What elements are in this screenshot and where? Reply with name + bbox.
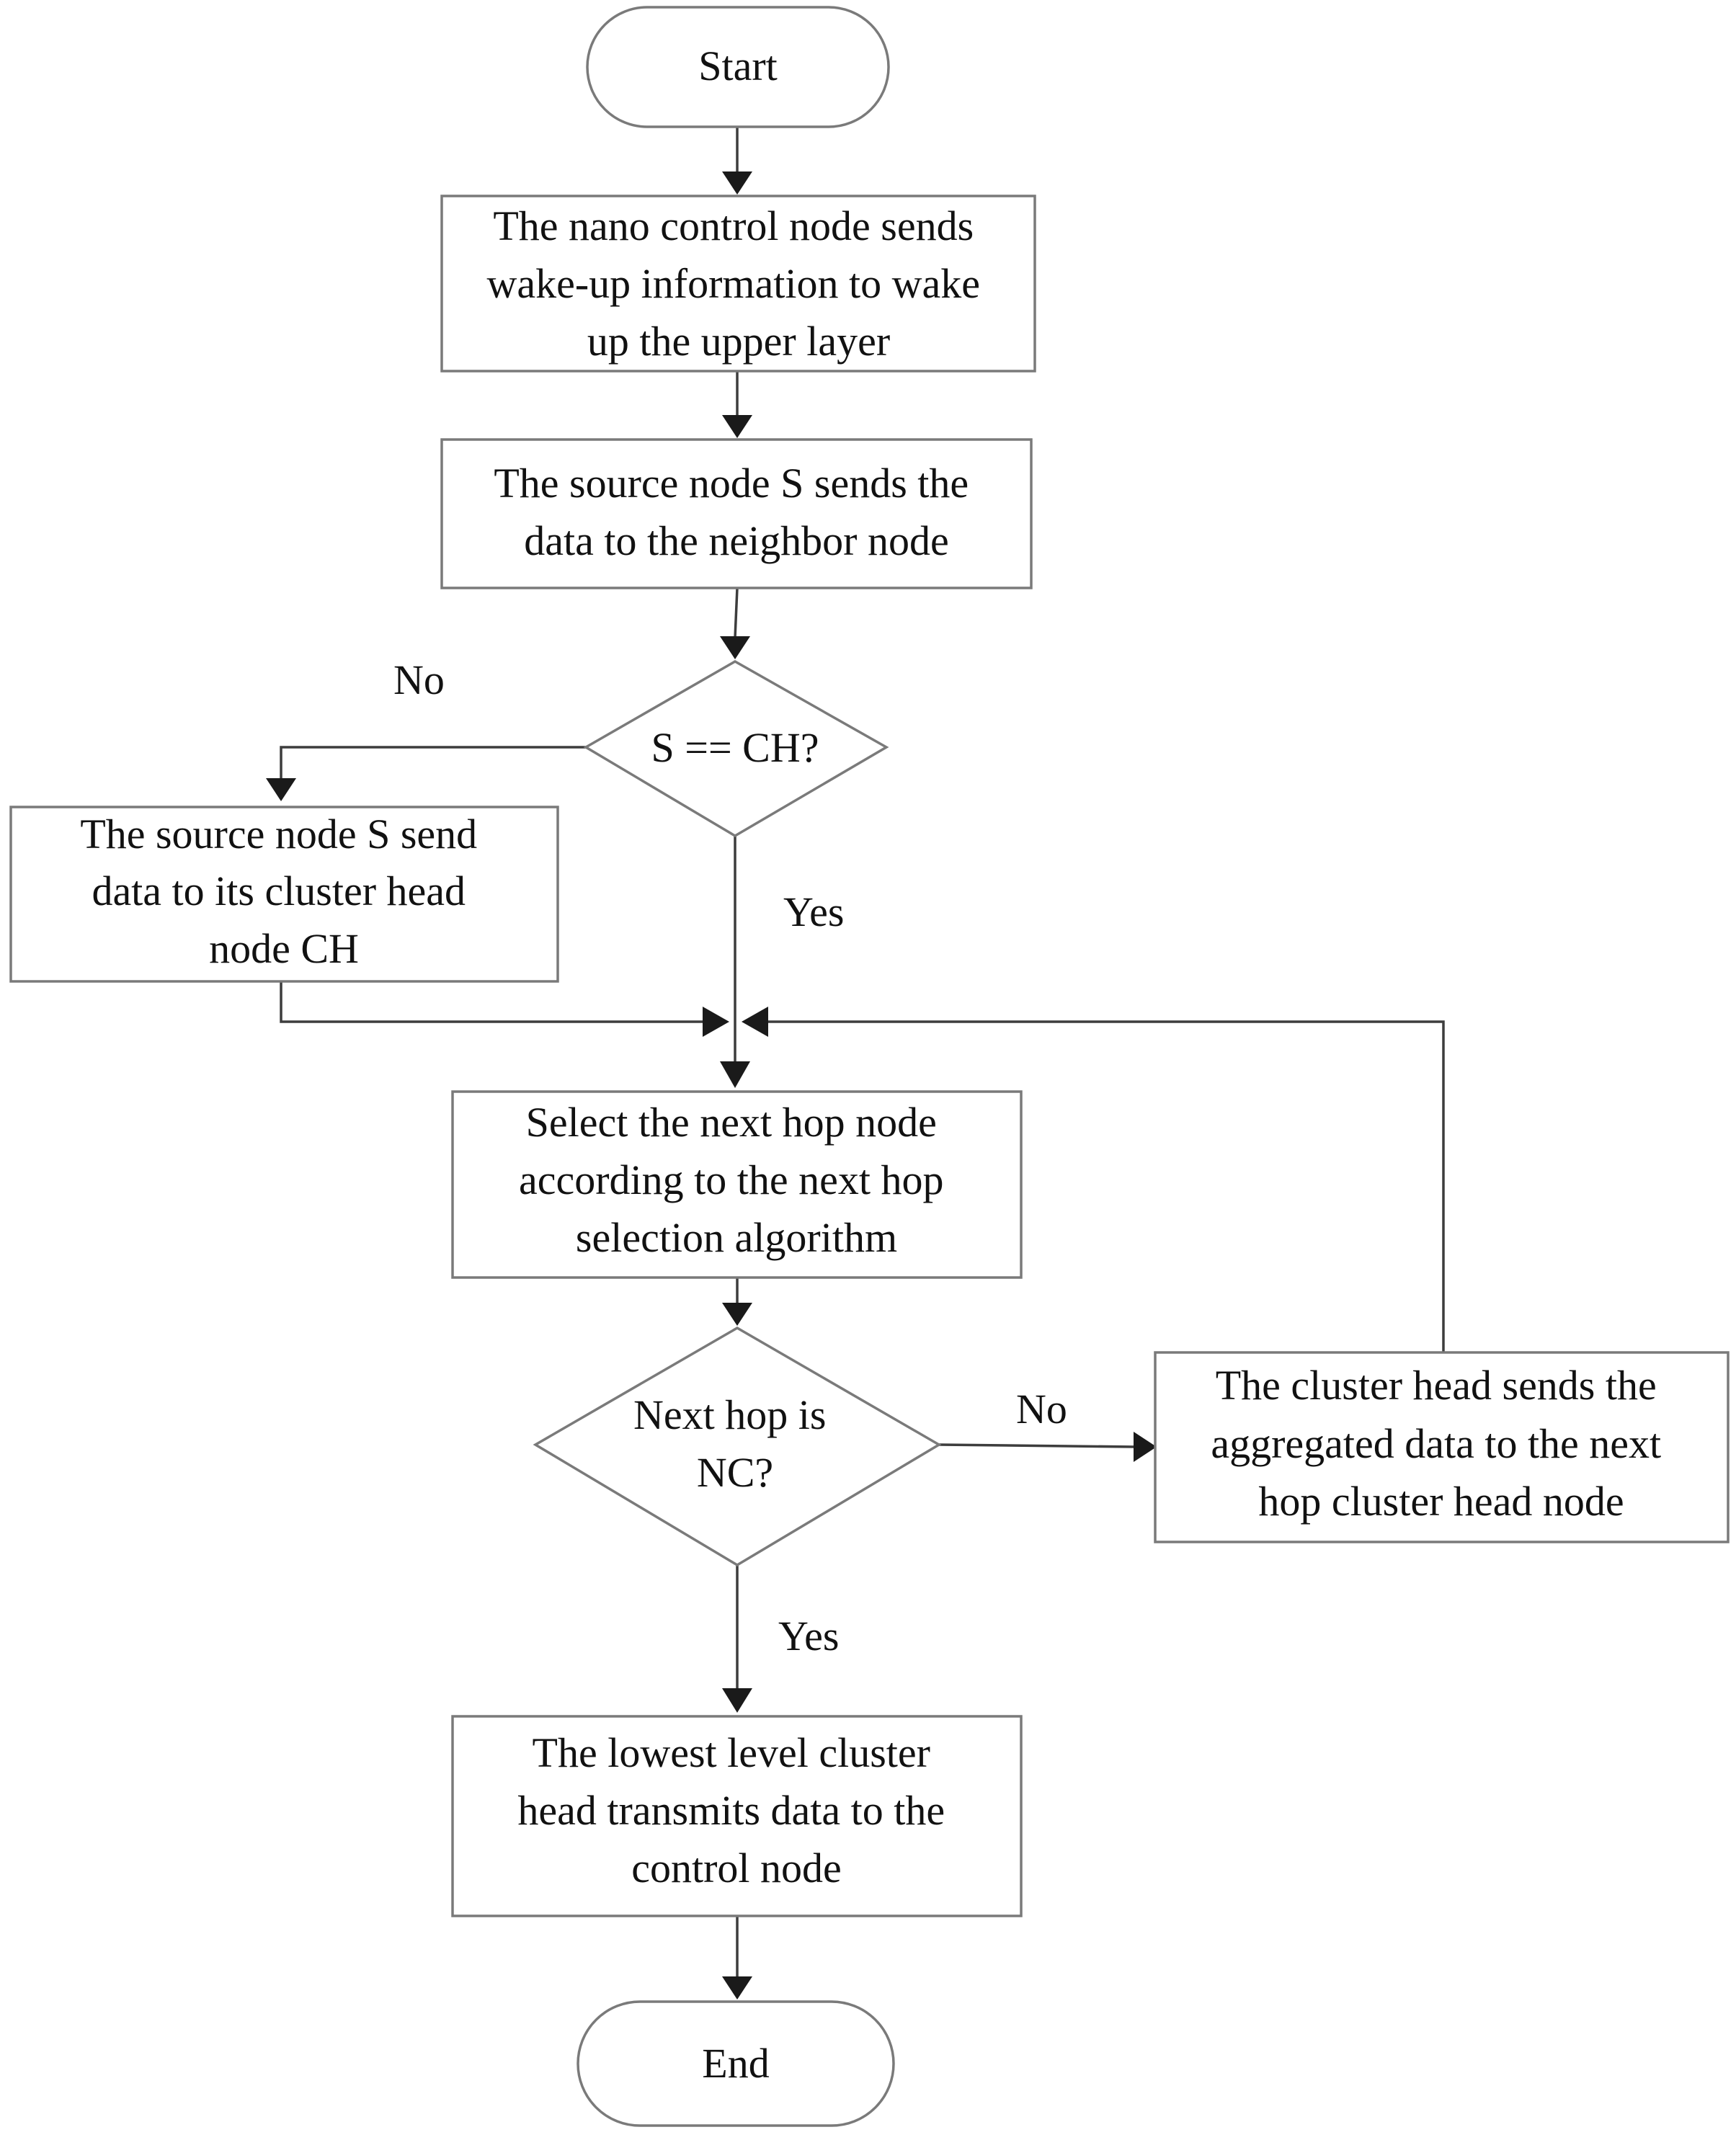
edge-label-is-nc-no: No bbox=[1016, 1386, 1067, 1432]
connectors bbox=[266, 127, 1445, 1999]
arrowhead-send-to-ch bbox=[266, 778, 296, 801]
process-source-send: The source node S sends the data to the … bbox=[440, 438, 1033, 589]
edge-label-is-ch-yes: Yes bbox=[783, 888, 844, 935]
edge-label-is-nc-yes: Yes bbox=[778, 1613, 839, 1659]
arrowhead-merge-left bbox=[703, 1007, 729, 1037]
arrowhead-decision2 bbox=[722, 1303, 752, 1326]
arrowhead-end bbox=[722, 1976, 752, 1999]
process-lowest-level-text: The lowest level cluster head transmits … bbox=[517, 1729, 955, 1891]
process-wake-text: The nano control node sends wake-up info… bbox=[486, 202, 990, 365]
start-terminal: Start bbox=[586, 6, 890, 128]
process-select-hop: Select the next hop node according to th… bbox=[451, 1090, 1023, 1279]
edge-decision2-no bbox=[938, 1443, 1136, 1448]
edge-source-to-decision1 bbox=[734, 587, 739, 638]
process-ch-forward-text: The cluster head sends the aggregated da… bbox=[1211, 1362, 1671, 1525]
process-ch-forward: The cluster head sends the aggregated da… bbox=[1154, 1351, 1730, 1543]
edge-decision1-no bbox=[280, 746, 586, 780]
process-send-to-ch: The source node S send data to its clust… bbox=[9, 806, 559, 983]
arrowhead-merge-right bbox=[742, 1007, 768, 1037]
arrowhead-ch-forward bbox=[1134, 1432, 1157, 1462]
arrowhead-source bbox=[722, 415, 752, 438]
arrowhead-wake bbox=[722, 171, 752, 195]
arrowhead-decision1 bbox=[720, 636, 750, 659]
decision-is-ch: S == CH? bbox=[583, 659, 889, 838]
arrowhead-select-hop bbox=[720, 1061, 750, 1088]
start-label: Start bbox=[698, 43, 778, 89]
edge-ch-forward-loop bbox=[768, 1020, 1445, 1352]
decision-is-nc-text: Next hop is NC? bbox=[633, 1391, 837, 1496]
arrowhead-lowest-level bbox=[722, 1688, 752, 1713]
edge-label-is-ch-no: No bbox=[393, 656, 445, 703]
process-select-hop-text: Select the next hop node according to th… bbox=[519, 1099, 954, 1261]
process-send-to-ch-text: The source node S send data to its clust… bbox=[80, 811, 487, 972]
end-label: End bbox=[702, 2040, 769, 2087]
process-lowest-level: The lowest level cluster head transmits … bbox=[451, 1715, 1023, 1917]
edge-send-to-ch-merge bbox=[280, 981, 703, 1023]
decision-is-ch-text: S == CH? bbox=[651, 724, 819, 771]
process-wake: The nano control node sends wake-up info… bbox=[440, 195, 1036, 373]
process-source-send-text: The source node S sends the data to the … bbox=[494, 460, 979, 564]
end-terminal: End bbox=[577, 2000, 895, 2127]
decision-is-nc: Next hop is NC? bbox=[533, 1326, 942, 1567]
